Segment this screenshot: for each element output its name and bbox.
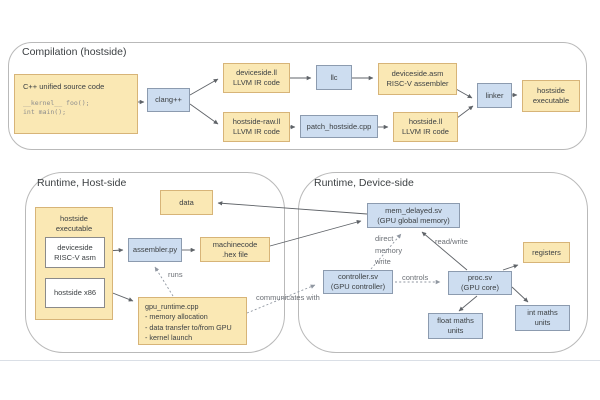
edge-label-runs: runs — [168, 270, 183, 279]
arrow-proc-to-int-maths — [511, 286, 529, 303]
node-data: data — [160, 190, 213, 215]
node-clang: clang++ — [147, 88, 190, 112]
node-llc: llc — [316, 65, 352, 90]
node-controller: controller.sv (GPU controller) — [323, 270, 393, 294]
node-assembler-py: assembler.py — [128, 238, 182, 262]
node-hostside-executable-output: hostside executable — [522, 80, 580, 112]
edge-label-read-write: read/write — [435, 237, 468, 246]
arrow-hostside-ll-to-linker — [456, 105, 474, 119]
cpp-source-title: C++ unified source code — [23, 82, 105, 91]
node-int-maths: int maths units — [515, 305, 570, 331]
arrow-deviceside-asm-to-linker — [455, 88, 473, 99]
node-gpu-runtime: gpu_runtime.cpp - memory allocation - da… — [138, 297, 247, 345]
arrow-proc-to-registers — [502, 264, 519, 271]
section-title-runtime-host: Runtime, Host-side — [37, 177, 127, 189]
node-machinecode-hex: machinecode .hex file — [200, 237, 270, 262]
edge-label-direct-memory-write: direct memory write — [375, 234, 403, 267]
node-linker: linker — [477, 83, 512, 108]
edge-label-controls: controls — [402, 273, 429, 282]
section-title-compilation: Compilation (hostside) — [22, 46, 127, 58]
node-float-maths: float maths units — [428, 313, 483, 339]
arrow-clang-to-deviceside-ll — [189, 78, 219, 96]
node-deviceside-asm: deviceside.asm RISC-V assembler — [378, 63, 457, 95]
arrow-mem-delayed-to-data — [217, 201, 368, 215]
node-mem-delayed: mem_delayed.sv (GPU global memory) — [367, 203, 460, 228]
arrow-gpu-runtime-runs-assembler — [154, 266, 174, 297]
arrow-proc-to-float-maths — [458, 295, 478, 312]
node-hostside-ll: hostside.ll LLVM IR code — [393, 112, 458, 142]
arrow-controller-dmw-mem-delayed — [370, 233, 402, 270]
node-proc: proc.sv (GPU core) — [448, 271, 512, 295]
node-hostside-x86: hostside x86 — [45, 278, 105, 308]
arrow-proc-to-mem-delayed — [421, 231, 468, 271]
container-runtime-host — [25, 172, 285, 353]
node-deviceside-riscv-asm: deviceside RISC-V asm — [45, 237, 105, 268]
container-runtime-device — [298, 172, 588, 353]
container-compilation — [8, 42, 587, 150]
node-deviceside-ll: deviceside.ll LLVM IR code — [223, 63, 290, 93]
cpp-source-code: __kernel__ foo(); int main(); — [23, 98, 90, 117]
node-hostside-raw-ll: hostside-raw.ll LLVM IR code — [223, 112, 290, 142]
node-cpp-source: C++ unified source code __kernel__ foo()… — [14, 74, 138, 134]
arrow-machinecode-to-mem-delayed — [269, 219, 362, 247]
node-registers: registers — [523, 242, 570, 263]
page-edge-line — [0, 360, 600, 361]
node-patch-hostside: patch_hostside.cpp — [300, 115, 378, 138]
arrow-clang-to-hostside-raw-ll — [189, 103, 219, 125]
section-title-runtime-device: Runtime, Device-side — [314, 177, 414, 189]
edge-label-communicates-with: communicates with — [256, 293, 320, 302]
